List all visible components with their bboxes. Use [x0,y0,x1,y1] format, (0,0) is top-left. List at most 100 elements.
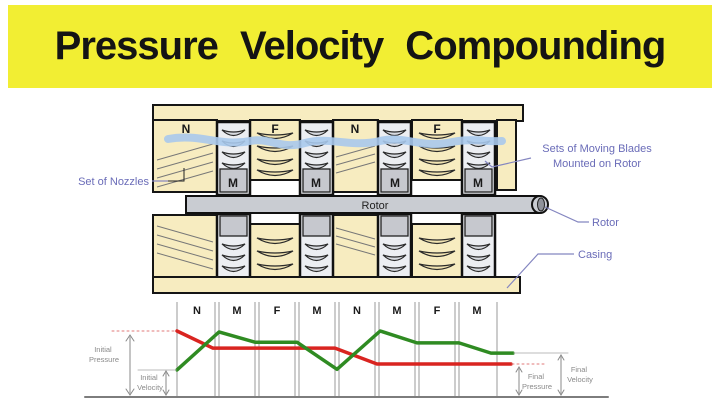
fixed-blade-arcs [256,132,456,177]
rotor-shaft: Rotor [185,195,549,214]
moving-blades-label-line2: Mounted on Rotor [553,158,641,170]
blade-arc [466,254,491,262]
moving-blade-letter-1: M [228,176,238,190]
blade-arc [466,243,491,251]
blade-arc [382,162,407,170]
blade-arc [221,151,246,159]
blade-arc [304,243,329,251]
blade-arc [382,265,407,273]
chart-line-pressure [175,329,513,366]
chart-series-lines [175,329,515,372]
rotor-leader-line [544,206,589,223]
nozzle-section-1-bottom [152,214,218,279]
nozzle-vane [156,243,214,261]
arrowhead-icon [557,389,565,396]
chart-line-velocity [175,329,515,372]
turbine-diagram: Rotor N F N F M M M M Set o [78,104,652,294]
casing-right-wall [496,119,517,191]
blade-arc [304,265,329,273]
blade-arc [418,132,456,140]
nozzle-section-2-bottom [332,214,379,279]
arrowhead-icon [557,354,565,361]
nozzle-vane [335,145,376,158]
initial-pressure-label: Initial Pressure [89,345,119,364]
blade-arc [256,263,294,271]
casing-bottom-bar [152,276,521,294]
casing-leader-line [506,253,574,289]
blade-arc [466,151,491,159]
blade-arc [221,129,246,137]
moving-blades-label-line1: Sets of Moving Blades [542,143,652,155]
rotor-label: Rotor [592,217,619,229]
moving-blades-leader-line [484,157,532,168]
diagram-annotations: Set of Nozzles Sets of Moving Blades Mou… [78,143,652,289]
final-velocity-label: Final Velocity [567,365,593,384]
stage-letter-n2: N [351,122,360,136]
blade-arc [304,162,329,170]
blade-arc [382,243,407,251]
blade-arc [466,265,491,273]
chart-section-label: N [353,305,361,317]
nozzle-vane [156,234,214,252]
chart-aux-labels: Initial Pressure Initial Velocity Final … [89,345,593,392]
chart-section-label: M [392,305,401,317]
blade-arc [221,265,246,273]
nozzle-vane [156,152,214,170]
blade-arc [418,250,456,258]
blade-arc [221,254,246,262]
stage-letter-f1: F [271,122,278,136]
blade-arc [382,129,407,137]
blade-arc [418,169,456,177]
chart-section-label: F [274,305,281,317]
nozzle-vane-lines-bottom [156,225,376,270]
blade-arc [418,263,456,271]
nozzle-vane [156,143,214,161]
moving-blade-letter-4: M [473,176,483,190]
chart-section-label: F [434,305,441,317]
blade-arc [304,254,329,262]
chart-section-label: N [193,305,201,317]
chart-section-label: M [312,305,321,317]
blade-arc [256,250,294,258]
blade-arc [256,158,294,166]
chart-section-label: M [232,305,241,317]
blade-root-box [302,215,331,237]
moving-blade-letters: M M M M [228,176,483,190]
moving-blade-letter-2: M [311,176,321,190]
fixed-blade-arcs-bottom [256,237,456,271]
nozzle-vane [156,161,214,179]
blade-arc [256,169,294,177]
blade-arc [221,162,246,170]
blade-arc [221,243,246,251]
final-pressure-label: Final Pressure [522,372,552,391]
blade-arc [382,151,407,159]
moving-blade-letter-3: M [390,176,400,190]
arrowhead-icon [515,366,523,373]
page-title: Pressure Velocity Compounding [54,24,667,68]
nozzle-vane [335,227,376,240]
rotor-bar-label: Rotor [362,200,389,212]
arrowhead-icon [162,370,170,377]
blade-arc [418,237,456,245]
stage-letters: N F N F [182,122,441,136]
blade-root-box [464,215,493,237]
casing-label: Casing [578,249,612,261]
blade-arc [382,254,407,262]
nozzles-leader-elbow [168,168,185,182]
arrowhead-icon [125,388,135,396]
blade-arc [304,151,329,159]
stage-letter-f2: F [433,122,440,136]
blade-arc [304,129,329,137]
initial-velocity-label: Initial Velocity [137,373,163,392]
moving-blade-columns-bottom [215,212,497,280]
blade-arc [418,158,456,166]
blade-arc [256,237,294,245]
nozzle-vane [335,235,376,248]
nozzle-vane-lines [156,143,376,188]
blade-root-box [219,215,248,237]
chart-section-label: M [472,305,481,317]
arrowhead-icon [125,334,135,342]
blade-arc [466,129,491,137]
